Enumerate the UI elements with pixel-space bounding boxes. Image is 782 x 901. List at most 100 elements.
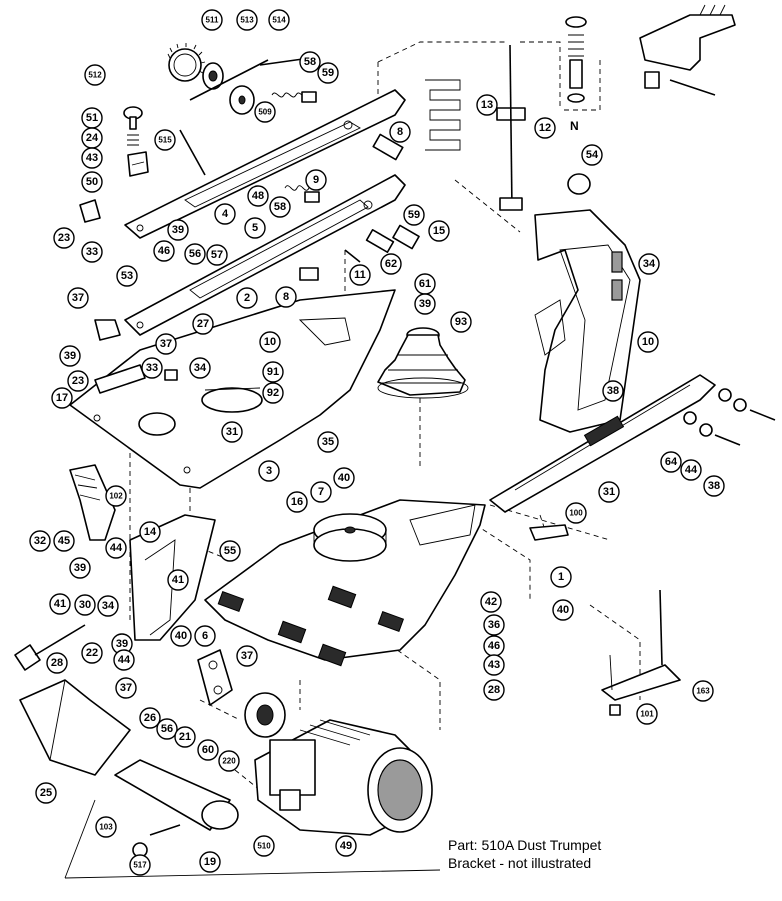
callout-circle [380,253,402,275]
callout-number: 509 [258,108,272,117]
callout-number: 34 [194,362,207,374]
callout-39d: 39 [69,557,91,579]
callout-circle [69,557,91,579]
callout-circle [199,851,221,873]
callout-number: 28 [488,684,500,696]
callout-55: 55 [219,540,241,562]
bracket-21 [197,649,233,706]
callout-circle [692,680,714,702]
callout-number: 24 [86,132,99,144]
callout-circle [53,227,75,249]
callout-circle [74,594,96,616]
callout-circle [333,467,355,489]
callout-circle [189,357,211,379]
callout-number: 45 [58,535,70,547]
callout-31: 31 [221,421,243,443]
callout-circle [660,451,682,473]
callout-1: 1 [550,566,572,588]
callout-circle [638,253,660,275]
callout-number: 40 [175,630,187,642]
motor-19 [254,719,433,836]
callout-25: 25 [35,782,57,804]
callout-circle [534,117,556,139]
small-right-hardware [683,388,776,446]
callout-31b: 31 [598,481,620,503]
callout-circle [201,9,223,31]
callout-number: 41 [172,574,184,586]
callout-14: 14 [139,521,161,543]
hopper-163 [19,679,131,776]
callout-number: 56 [189,248,201,260]
callout-58: 58 [299,51,321,73]
callout-21: 21 [174,726,196,748]
callout-number: 46 [488,640,500,652]
callout-circle [483,654,505,676]
callout-number: 37 [120,682,132,694]
callout-circle [598,481,620,503]
callout-17: 17 [51,387,73,409]
callout-12: 12 [534,117,556,139]
callout-circle [116,265,138,287]
callout-101: 101 [636,703,658,725]
callout-number: 54 [586,149,599,161]
callout-number: 57 [211,249,223,261]
callout-circle [214,203,236,225]
callout-11: 11 [349,264,371,286]
callout-circle [97,595,119,617]
callout-26: 26 [139,707,161,729]
callout-number: 220 [222,757,236,766]
callout-42: 42 [480,591,502,613]
callout-number: 50 [86,176,98,188]
callout-number: 19 [204,856,216,868]
callout-44: 44 [680,459,702,481]
callout-62: 62 [380,253,402,275]
callout-number: 39 [172,224,184,236]
callout-64: 64 [660,451,682,473]
lower-arm-5 [124,174,406,336]
callout-circle [59,345,81,367]
callout-circle [139,521,161,543]
callout-61: 61 [414,273,436,295]
callout-8: 8 [275,286,297,308]
bellows-17 [377,327,469,399]
callout-100: 100 [565,502,587,524]
callout-number: 517 [133,861,147,870]
callout-number: 10 [264,336,276,348]
callout-number: 511 [206,16,219,25]
callout-circle [450,311,472,333]
callout-number: 92 [267,387,279,399]
callout-circle [483,679,505,701]
callout-circle [84,64,106,86]
upper-arm-4 [124,89,406,239]
callout-number: 26 [144,712,156,724]
callout-number: 23 [72,375,84,387]
motor-pulley-7 [313,513,387,562]
top-spring-assembly [565,16,587,103]
callout-511: 511 [201,9,223,31]
callout-number: 39 [74,562,86,574]
callout-15: 15 [428,220,450,242]
callout-7: 7 [310,481,332,503]
callout-34c: 34 [97,595,119,617]
callout-number: 34 [102,600,115,612]
small-knob-parts [123,106,206,177]
callout-44b: 44 [105,537,127,559]
callout-circle [480,591,502,613]
callout-34: 34 [638,253,660,275]
callout-60: 60 [197,739,219,761]
callout-number: 41 [54,598,66,610]
callout-number: 61 [419,278,431,290]
callout-circle [258,460,280,482]
callout-56b: 56 [156,718,178,740]
callout-circle [403,204,425,226]
callout-number: 39 [116,638,128,650]
callout-34b: 34 [189,357,211,379]
callout-56: 56 [184,243,206,265]
callout-39b: 39 [414,293,436,315]
callout-circle [414,293,436,315]
frame-column-2 [534,173,641,433]
callout-number: 6 [202,630,208,642]
motor-pulley-front [244,692,286,738]
callout-circle [305,169,327,191]
callout-510: 510 [253,835,275,857]
